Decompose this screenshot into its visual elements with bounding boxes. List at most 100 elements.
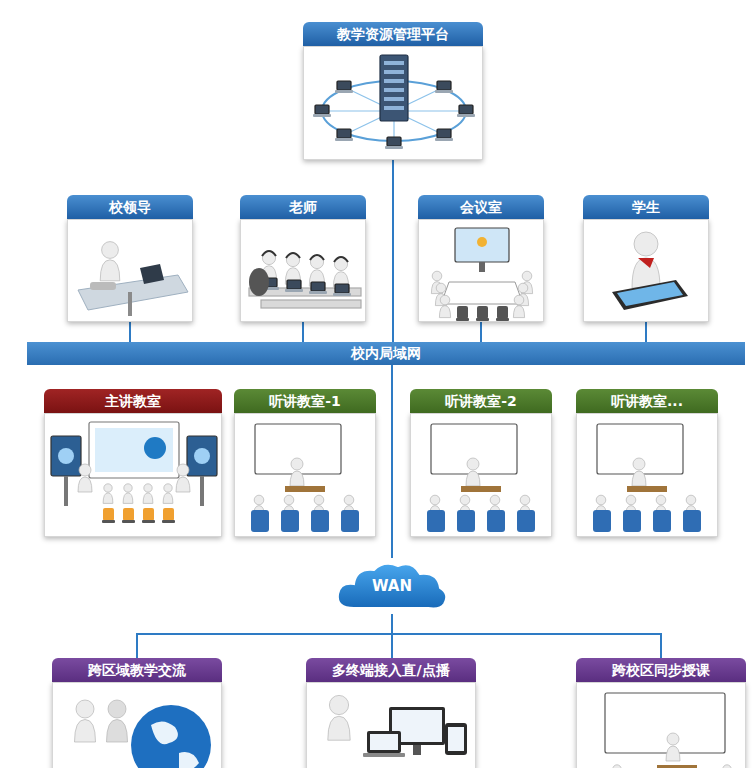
connector-line (645, 322, 647, 342)
card-body (410, 413, 552, 537)
illustration-part (384, 106, 404, 110)
illustration-part (477, 237, 487, 247)
illustration-part (341, 510, 359, 532)
connector-line (137, 614, 392, 658)
illustration-part (497, 306, 508, 319)
illustration-part (666, 746, 680, 761)
illustration-part (514, 295, 524, 305)
card-node: 听讲教室-2 (410, 389, 552, 537)
illustration-part (476, 318, 489, 321)
illustration-part (311, 282, 325, 291)
illustration-part (367, 731, 401, 753)
illustration-part (467, 458, 479, 470)
illustration-part (370, 734, 398, 750)
illustration-part (333, 293, 351, 296)
illustration-part (385, 146, 403, 149)
illustration-part (457, 510, 475, 532)
illustration-part (123, 493, 133, 504)
illustration-part (683, 510, 701, 532)
illustration-part (437, 81, 451, 90)
card-node: 学生 (583, 195, 709, 322)
illustration-part (164, 484, 172, 492)
illustration-part (142, 520, 155, 523)
illustration-part (457, 306, 468, 319)
illustration-part (100, 260, 120, 281)
illustration-part (656, 495, 666, 505)
illustration-part (75, 720, 96, 743)
illustration-part (520, 495, 530, 505)
illustration-part (435, 90, 453, 93)
illustration-part (179, 752, 199, 768)
illustration-part (128, 292, 132, 316)
illustration-part (496, 318, 509, 321)
card-node: 校领导 (67, 195, 193, 322)
illustration-part (335, 138, 353, 141)
illustration-part (627, 486, 667, 492)
illustration-part (140, 264, 164, 284)
illustration (411, 414, 551, 536)
illustration-part (122, 520, 135, 523)
illustration-part (413, 745, 421, 755)
illustration-part (249, 268, 269, 296)
card-node: 主讲教室 (44, 389, 222, 537)
illustration-part (605, 693, 725, 753)
illustration-part (337, 129, 351, 138)
illustration-part (286, 253, 300, 258)
illustration-part (162, 520, 175, 523)
illustration-part (723, 765, 731, 768)
illustration-part (58, 448, 74, 464)
illustration-part (617, 282, 683, 306)
illustration-part (439, 306, 450, 318)
illustration-part (432, 271, 442, 281)
illustration-part (430, 495, 440, 505)
illustration-part (387, 137, 401, 146)
card-body (576, 413, 718, 537)
illustration-part (194, 448, 210, 464)
illustration-part (287, 280, 301, 289)
illustration-part (455, 228, 509, 262)
illustration-part (334, 257, 347, 270)
connector-line (392, 614, 661, 658)
illustration-part (335, 90, 353, 93)
card-body (306, 682, 476, 768)
illustration-part (311, 510, 329, 532)
illustration-part (284, 495, 294, 505)
band-label: 校内局域网 (27, 342, 745, 365)
illustration-part (441, 282, 523, 304)
header-tab: 校领导 (67, 195, 193, 219)
card-body (418, 219, 544, 322)
card-node: 教学资源管理平台 (303, 22, 483, 160)
illustration (241, 220, 365, 321)
illustration-part (597, 424, 683, 474)
header-tab: 跨区域教学交流 (52, 658, 222, 682)
illustration-part (632, 258, 660, 288)
header-tab: 老师 (240, 195, 366, 219)
illustration-part (334, 257, 348, 262)
illustration-part (657, 765, 697, 768)
card-node: 多终端接入直/点播 (306, 658, 476, 768)
illustration-part (95, 428, 173, 472)
illustration-part (107, 720, 128, 743)
illustration-part (632, 471, 646, 486)
illustration-part (290, 471, 304, 486)
card-body (240, 219, 366, 322)
connector-line (391, 365, 393, 558)
connector-line (392, 160, 394, 342)
card-node: 听讲教室... (576, 389, 718, 537)
illustration-part (285, 289, 303, 292)
illustration-part (445, 723, 467, 755)
illustration-part (309, 291, 327, 294)
illustration-part (448, 727, 464, 751)
card-node: 听讲教室-1 (234, 389, 376, 537)
illustration-part (667, 733, 679, 745)
illustration-part (384, 70, 404, 74)
illustration (68, 220, 192, 321)
illustration (307, 683, 475, 768)
illustration-part (254, 495, 264, 505)
illustration-part (76, 700, 94, 718)
illustration-part (143, 508, 154, 521)
connector-line (480, 322, 482, 342)
illustration-part (612, 280, 688, 310)
illustration-part (686, 495, 696, 505)
